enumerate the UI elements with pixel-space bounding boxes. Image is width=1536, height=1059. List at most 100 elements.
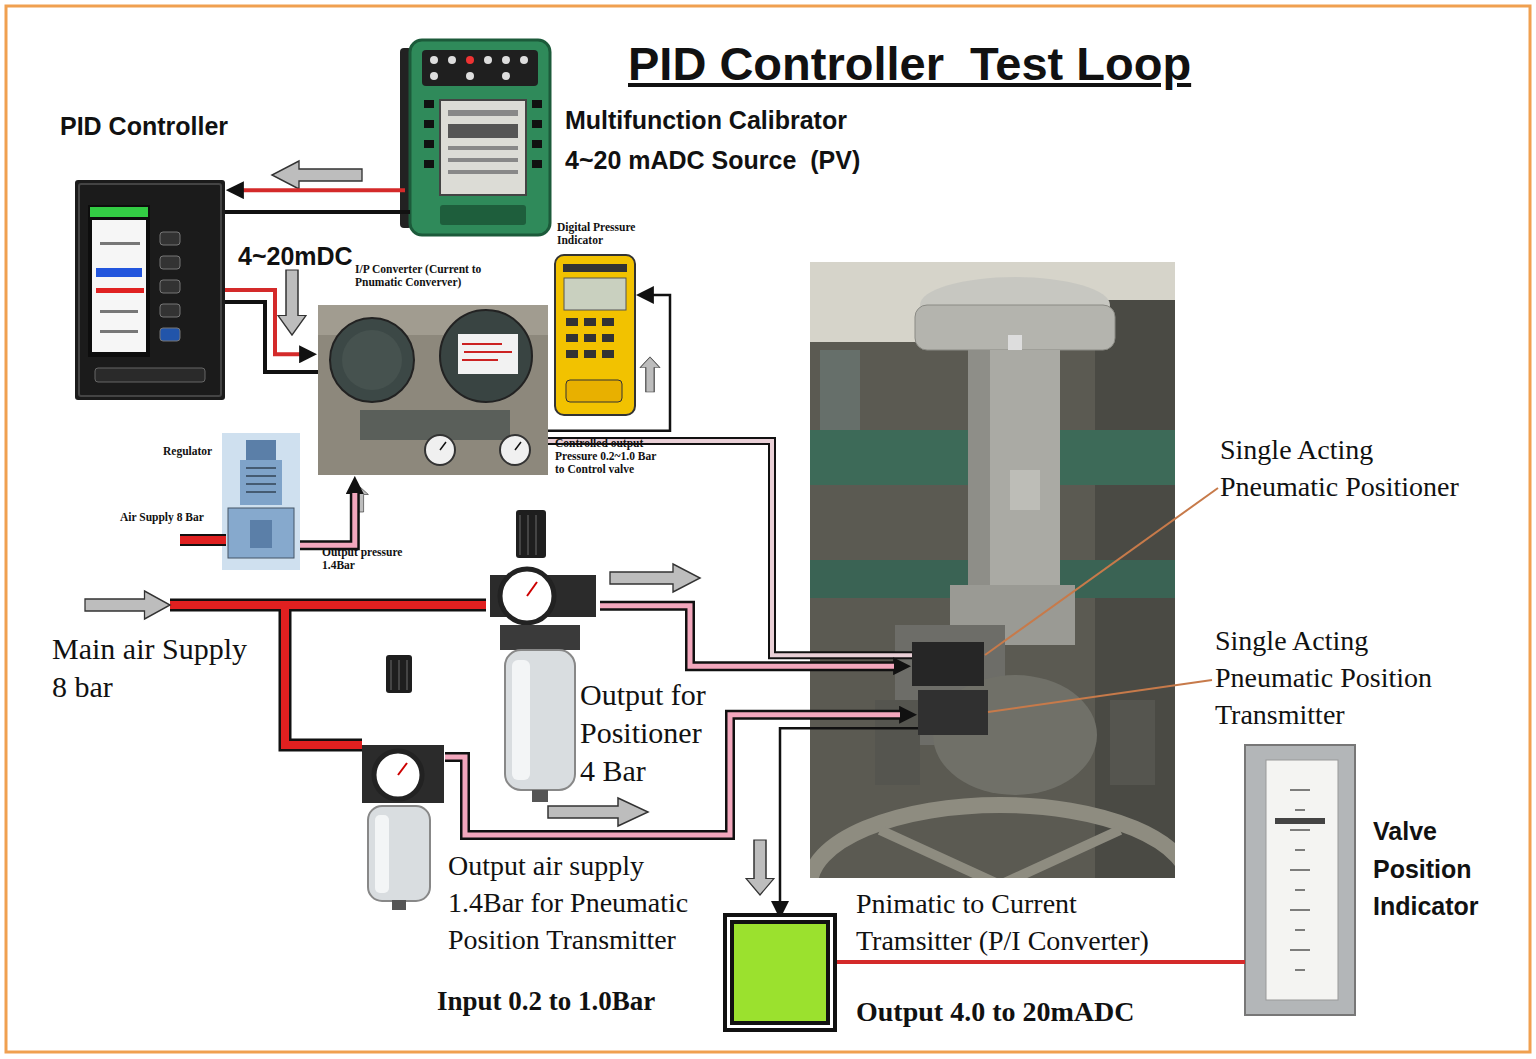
air-supply-line — [180, 534, 226, 546]
pi-converter: Pnimatic to Current Tramsitter (P/I Conv… — [730, 920, 830, 1025]
ip-converter-photo — [318, 305, 548, 475]
pid-controller-device — [100, 330, 138, 333]
pressure-indicator-device — [584, 350, 596, 358]
ip-converter-photo — [318, 305, 548, 475]
calibrator-device — [440, 205, 526, 225]
calibrator-device — [466, 56, 474, 64]
pid-controller-device — [88, 205, 150, 357]
connector — [780, 728, 918, 902]
ip-converter-photo — [342, 330, 402, 390]
ip-converter-photo — [330, 318, 414, 402]
calibrator-device — [424, 100, 434, 108]
connector-line — [300, 493, 355, 545]
ip-converter: I/P Converter (Current to Pnumatic Conve… — [318, 305, 548, 475]
flow-arrow — [548, 798, 648, 826]
pressure-indicator-device — [602, 350, 614, 358]
calibrator-device — [448, 146, 518, 150]
regulator-drawing — [228, 508, 294, 558]
connector-line — [225, 290, 300, 354]
node-label: Multifunction Calibrator — [565, 102, 945, 140]
control-valve-photo — [810, 805, 1175, 878]
node-label: I/P Converter (Current to Pnumatic Conve… — [355, 263, 503, 289]
connector-line — [243, 188, 405, 192]
node-label: Output air supply 1.4Bar for Pneumatic P… — [448, 848, 718, 959]
flow-arrow — [746, 840, 774, 895]
filter-regulator-drawing — [392, 900, 406, 910]
pid-controller-device — [160, 232, 180, 245]
edge-label: 4~20mDC — [238, 238, 353, 276]
position-indicator: Valve Position Indicator — [1245, 745, 1355, 1015]
calibrator-device — [484, 56, 492, 64]
pid-controller-device — [96, 288, 144, 293]
node-label: Output 4.0 to 20mADC — [856, 996, 1236, 1028]
pid-controller-device — [96, 268, 142, 277]
signal-wire — [225, 302, 318, 372]
leader-line — [988, 680, 1212, 712]
node-label: Single Acting Pneumatic Positioner — [1220, 432, 1485, 506]
calibrator-device — [532, 120, 542, 128]
leader-line — [985, 488, 1218, 712]
flow-arrow — [85, 591, 170, 619]
calibrator-device — [466, 72, 474, 80]
calibrator-device — [410, 40, 550, 235]
node-label: Pnimatic to Current Tramsitter (P/I Conv… — [856, 886, 1186, 960]
flow-arrow — [272, 161, 362, 189]
calibrator-device — [502, 72, 510, 80]
calibrator-device — [448, 158, 518, 162]
connector-line — [548, 295, 670, 431]
pressure-indicator-device — [555, 255, 635, 415]
page-frame — [6, 6, 1530, 1052]
ip-converter-photo — [458, 334, 518, 374]
valve-positioner: Single Acting Pneumatic Positioner — [912, 642, 984, 686]
air-supply-line — [180, 536, 226, 544]
position-indicator-device — [1245, 745, 1355, 1015]
pressure-indicator-device — [602, 318, 614, 326]
position-indicator-device — [1275, 818, 1325, 824]
connector-line — [830, 960, 1245, 964]
flow-arrow — [85, 161, 774, 895]
node-label: Output for Positioner 4 Bar — [580, 676, 720, 790]
node-label: Input 0.2 to 1.0Bar — [437, 986, 727, 1017]
note-label: Controlled output Pressure 0.2~1.0 Bar t… — [555, 437, 665, 477]
regulator-drawing — [250, 520, 272, 548]
calibrator-device — [532, 140, 542, 148]
pid-controller-device — [92, 220, 146, 352]
filter-regulator-drawing — [512, 660, 530, 780]
connector-line — [780, 728, 918, 902]
pid-controller-device — [160, 328, 180, 341]
filter-regulator-drawing — [527, 582, 537, 596]
control-valve-photo — [1110, 700, 1155, 785]
control-valve-photo — [820, 350, 860, 430]
regulator-drawing — [240, 460, 282, 505]
page-frame — [6, 6, 1530, 1052]
calibrator-device — [502, 56, 510, 64]
regulator-drawing — [246, 468, 276, 492]
signal-wire — [225, 210, 410, 214]
node-label: Valve Position Indicator — [1373, 813, 1508, 926]
node-label: 4~20 mADC Source (PV) — [565, 142, 945, 180]
calibrator-device — [430, 56, 438, 64]
calibrator-device — [400, 40, 550, 235]
node-label: Single Acting Pneumatic Position Transmi… — [1215, 623, 1480, 734]
filter-regulator-drawing — [362, 745, 444, 803]
position-transmitter: Single Acting Pneumatic Position Transmi… — [918, 690, 988, 735]
diagram-title: PID Controller Test Loop — [628, 36, 1191, 91]
flow-arrow — [640, 357, 660, 392]
node-label: Regulator — [163, 445, 223, 458]
filter-regulator-drawing — [374, 751, 422, 799]
calibrator-device — [448, 56, 456, 64]
position-indicator-device — [1245, 745, 1355, 1015]
regulator-drawing — [246, 440, 276, 460]
calibrator-device — [448, 170, 518, 174]
pid-controller-device — [90, 207, 148, 217]
filter-regulator-drawing — [398, 763, 407, 775]
control-valve-photo — [810, 262, 1175, 878]
pressure-indicator-device — [563, 264, 627, 272]
flow-arrow — [278, 270, 306, 335]
pid-controller-device — [160, 256, 180, 269]
ip-converter-photo — [440, 310, 532, 402]
filter-regulator-drawing — [386, 655, 412, 693]
filter-regulator-drawing — [500, 569, 554, 623]
